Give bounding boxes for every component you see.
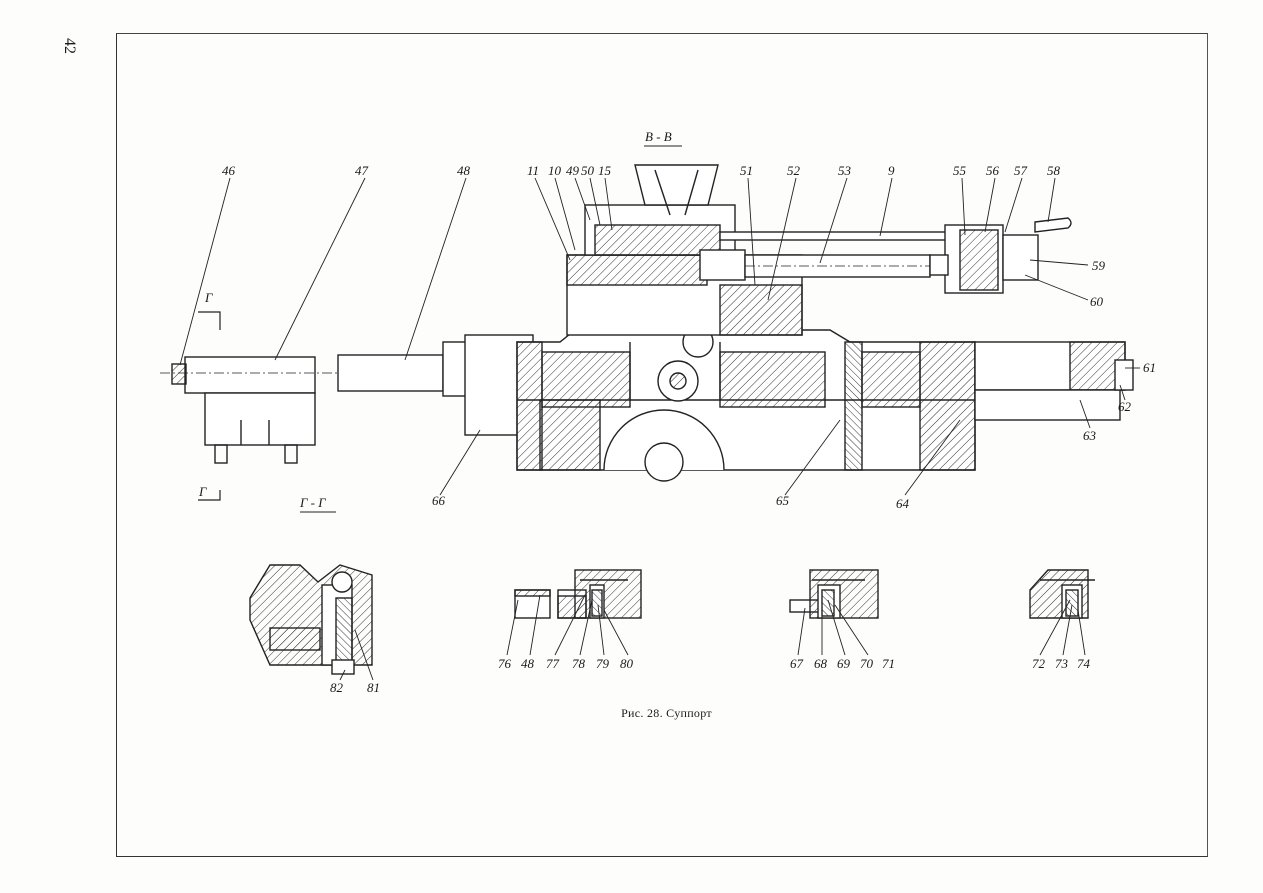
callout-76: 76 <box>498 656 512 671</box>
section-mark-top: Г <box>204 290 213 305</box>
callout-62: 62 <box>1118 399 1132 414</box>
callout-57: 57 <box>1014 163 1028 178</box>
callout-49: 49 <box>566 163 580 178</box>
callout-68: 68 <box>814 656 828 671</box>
callout-15: 15 <box>598 163 612 178</box>
callout-9: 9 <box>888 163 895 178</box>
callout-59: 59 <box>1092 258 1106 273</box>
callout-48: 48 <box>457 163 471 178</box>
section-g-g <box>249 564 373 675</box>
section-title-g-g: Г - Г <box>299 495 326 510</box>
callout-55: 55 <box>953 163 967 178</box>
drawing-frame <box>116 33 1208 857</box>
callout-51: 51 <box>740 163 753 178</box>
callout-77: 77 <box>546 656 560 671</box>
detail-72-74 <box>1029 569 1095 619</box>
callout-78: 78 <box>572 656 586 671</box>
callout-66: 66 <box>432 493 446 508</box>
callout-72: 72 <box>1032 656 1046 671</box>
callout-81: 81 <box>367 680 380 695</box>
callout-58: 58 <box>1047 163 1061 178</box>
callout-61: 61 <box>1143 360 1156 375</box>
main-assembly <box>160 164 1134 482</box>
callout-48-detail: 48 <box>521 656 535 671</box>
callout-65: 65 <box>776 493 790 508</box>
callout-73: 73 <box>1055 656 1069 671</box>
callout-71: 71 <box>882 656 895 671</box>
callout-47: 47 <box>355 163 369 178</box>
callout-63: 63 <box>1083 428 1097 443</box>
callout-50: 50 <box>581 163 595 178</box>
callout-79: 79 <box>596 656 610 671</box>
section-title-b-b: В - В <box>645 129 672 144</box>
figure-caption: Рис. 28. Суппорт <box>621 706 712 720</box>
callout-11: 11 <box>527 163 539 178</box>
callout-60: 60 <box>1090 294 1104 309</box>
callout-53: 53 <box>838 163 852 178</box>
callout-52: 52 <box>787 163 801 178</box>
callout-69: 69 <box>837 656 851 671</box>
callout-46: 46 <box>222 163 236 178</box>
callout-67: 67 <box>790 656 804 671</box>
detail-67-71 <box>789 569 879 619</box>
callout-56: 56 <box>986 163 1000 178</box>
callout-80: 80 <box>620 656 634 671</box>
callout-64: 64 <box>896 496 910 511</box>
callout-70: 70 <box>860 656 874 671</box>
callout-74: 74 <box>1077 656 1091 671</box>
detail-76-80 <box>514 569 642 619</box>
callout-82: 82 <box>330 680 344 695</box>
leader-lines <box>179 177 1140 681</box>
section-mark-bottom: Г <box>198 484 207 499</box>
callout-10: 10 <box>548 163 562 178</box>
